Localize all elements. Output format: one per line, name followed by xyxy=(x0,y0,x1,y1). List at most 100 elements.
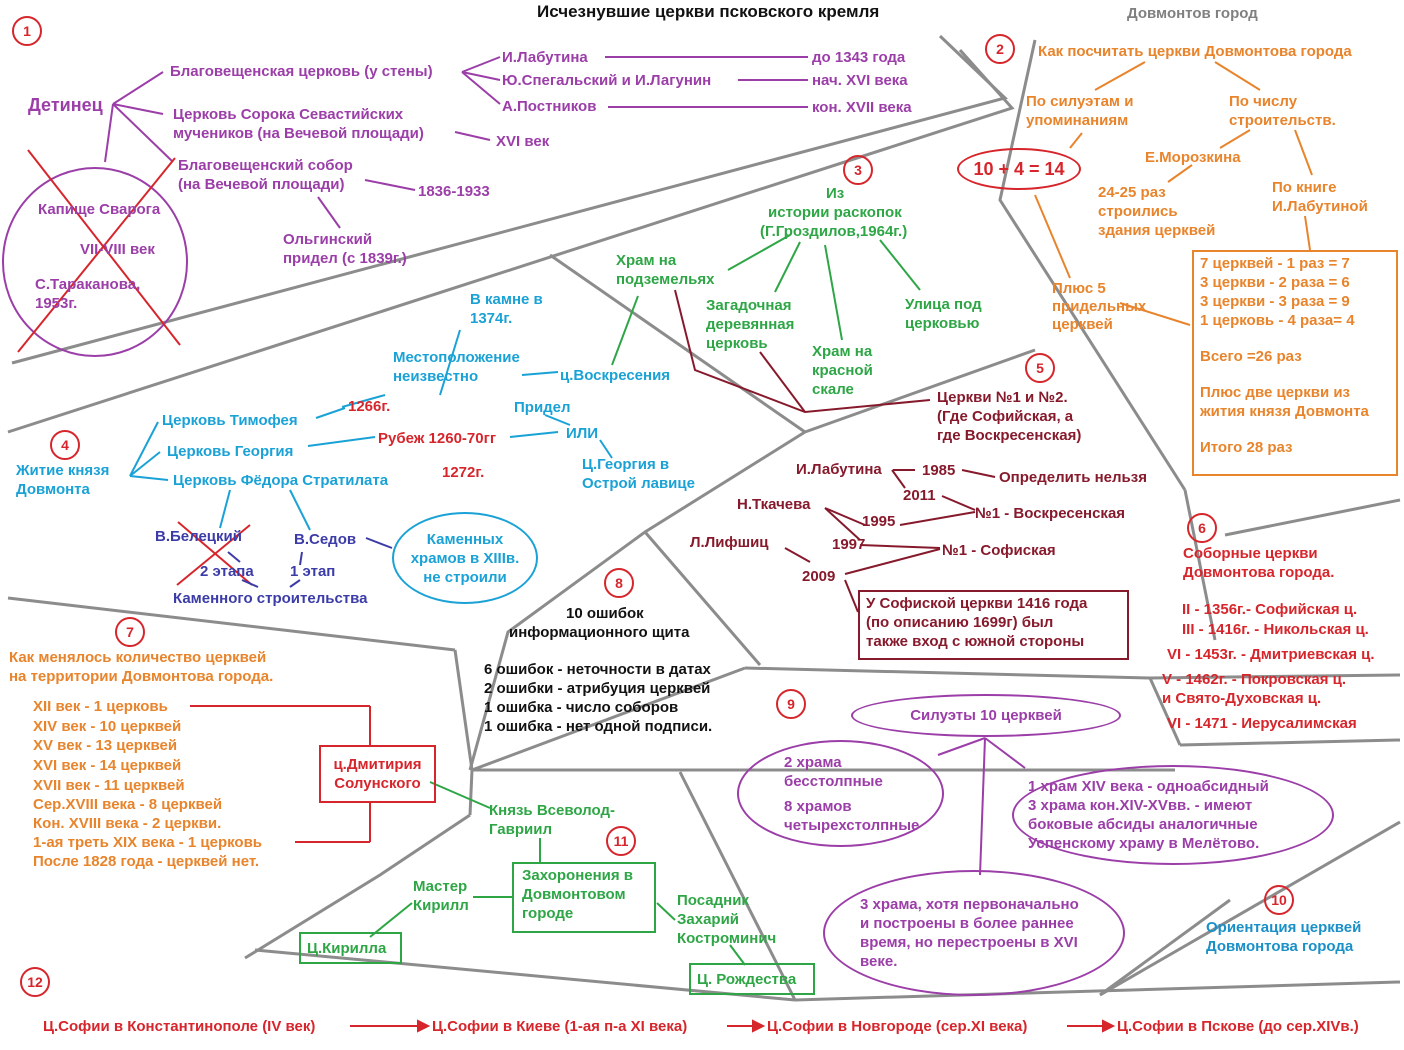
svarog-temple-label: Капище Сварога xyxy=(38,201,161,218)
spegalsky-lagunin-label: Ю.Спегальский и И.Лагунин xyxy=(502,72,712,89)
maroon-connectors xyxy=(674,289,996,613)
forty-martyrs-church-line2: мучеников (на Вечевой площади) xyxy=(173,125,424,142)
churches-1-2-heading-line1: Церкви №1 и №2. xyxy=(937,389,1068,406)
red-arrows xyxy=(350,1019,1116,1033)
no-stone-line2: храмов в XIIIв. xyxy=(410,549,520,567)
chapel-label: Придел xyxy=(514,399,571,416)
beletsky-label: В.Белецкий xyxy=(155,528,242,545)
georgy-church-label: Церковь Георгия xyxy=(167,443,294,460)
orientation-heading-line1: Ориентация церквей xyxy=(1206,919,1362,936)
resurrection-no1-label: №1 - Воскресенская xyxy=(975,505,1126,522)
burials-line2: Довмонтовом xyxy=(522,886,626,903)
sofia-pskov: Ц.Софии в Пскове (до сер.XIVв.) xyxy=(1117,1018,1359,1035)
century-count-item: Кон. XVIII века - 2 церкви. xyxy=(33,815,222,832)
vsevolod-line1: Князь Всеволод- xyxy=(489,802,615,819)
apses-line4: Успенскому храму в Мелётово. xyxy=(1028,835,1260,852)
rebuilt-line3: время, но перестроены в XVI xyxy=(860,934,1078,951)
olginsky-chapel-line2: придел (с 1839г.) xyxy=(283,250,407,267)
red-rock-temple-line3: скале xyxy=(812,381,854,398)
nativity-church-box: Ц. Рождества xyxy=(689,963,815,995)
section-number-9: 9 xyxy=(776,689,806,719)
error-item: 6 ошибок - неточности в датах xyxy=(484,661,711,678)
blue-connectors xyxy=(129,329,613,531)
georgy-ostraya-line2: Острой лавице xyxy=(582,475,695,492)
blagoveshchenskaya-church-label: Благовещенская церковь (у стены) xyxy=(170,63,433,80)
nativity-church-label: Ц. Рождества xyxy=(697,971,797,988)
zakhary-line1: Посадник xyxy=(677,892,749,909)
page-title: Исчезнувшие церкви псковского кремля xyxy=(537,2,880,21)
sofia-no1-label: №1 - Софиская xyxy=(942,542,1056,559)
times-built-line2: строились xyxy=(1098,203,1178,220)
year-1266: 1266г. xyxy=(348,398,391,415)
burials-line1: Захоронения в xyxy=(522,867,634,884)
fedor-stratilat-church-label: Церковь Фёдора Стратилата xyxy=(173,472,389,489)
rebuilt-line1: 3 храма, хотя первоначально xyxy=(860,896,1079,913)
century-count-item: 1-ая треть XIX века - 1 церковь xyxy=(33,834,263,851)
pillarless-line2: бесстолпные xyxy=(784,772,883,790)
rebuilt-line2: и построены в более раннее xyxy=(860,915,1074,932)
by-constructions-line2: строительств. xyxy=(1229,112,1336,129)
dmitry-solunsky-box: ц.Дмитирия Солунского xyxy=(319,745,436,803)
by-silhouettes-line1: По силуэтам и xyxy=(1026,93,1134,110)
section-number-2: 2 xyxy=(985,34,1015,64)
apses-line2: 3 храма кон.XIV-XVвв. - имеют xyxy=(1028,797,1253,814)
rebuilt-oval: 3 храма, хотя первоначально и построены … xyxy=(823,870,1125,996)
orientation-heading-line2: Довмонтова города xyxy=(1206,938,1354,955)
darkblue-connectors xyxy=(227,537,393,588)
street-under-church-line1: Улица под xyxy=(905,296,982,313)
apses-line1: 1 храм XIV века - одноабсидный xyxy=(1028,778,1269,795)
morozkina-label: Е.Морозкина xyxy=(1145,149,1241,166)
century-count-item: XV век - 13 церквей xyxy=(33,737,178,754)
year-1995: 1995 xyxy=(862,513,896,530)
times-built-line1: 24-25 раз xyxy=(1098,184,1166,201)
how-to-count-heading: Как посчитать церкви Довмонтова города xyxy=(1038,43,1352,60)
xvi-century-label: XVI век xyxy=(496,133,550,150)
note-line1: У Софиской церкви 1416 года xyxy=(866,595,1088,612)
wooden-church-line3: церковь xyxy=(706,335,768,352)
year-2011: 2011 xyxy=(903,487,936,504)
location-unknown-line2: неизвестно xyxy=(393,368,479,385)
location-unknown-line1: Местоположение xyxy=(393,349,520,366)
silhouettes-heading: Силуэты 10 церквей xyxy=(910,707,1062,724)
plus-five-line3: церквей xyxy=(1052,316,1113,333)
error-item: 1 ошибка - нет одной подписи. xyxy=(484,718,713,735)
purple-connectors-9 xyxy=(937,737,1026,876)
note-line2: (по описанию 1699г) был xyxy=(866,614,1054,631)
labutina-label-5: И.Лабутина xyxy=(796,461,882,478)
vsevolod-line2: Гавриил xyxy=(489,821,553,838)
year-1997: 1997 xyxy=(832,536,866,553)
year-1272: 1272г. xyxy=(442,464,485,481)
dmitry-line2: Солунского xyxy=(334,775,421,792)
blagoveshchensky-cathedral-line2: (на Вечевой площади) xyxy=(178,176,345,193)
purple-connectors xyxy=(104,56,808,229)
formula-text: 10 + 4 = 14 xyxy=(973,158,1065,179)
four-pillar-line1: 8 храмов xyxy=(784,797,852,815)
postnikov-label: А.Постников xyxy=(502,98,597,115)
georgy-ostraya-line1: Ц.Георгия в xyxy=(582,456,670,473)
boundary-1260-70: Рубеж 1260-70гг xyxy=(378,430,497,447)
by-silhouettes-line2: упоминаниям xyxy=(1026,112,1129,129)
century-count-item: XIV век - 10 церквей xyxy=(33,718,182,735)
century-count-item: XII век - 1 церковь xyxy=(33,698,168,715)
master-kirill-line2: Кирилл xyxy=(413,897,469,914)
wooden-church-line2: деревянная xyxy=(706,316,795,333)
life-of-dovmont-line2: Довмонта xyxy=(16,481,90,498)
four-pillar-line2: четырехстолпные xyxy=(784,816,920,834)
olginsky-chapel-line1: Ольгинский xyxy=(283,231,373,248)
south-entrance-note-box: У Софиской церкви 1416 года (по описанию… xyxy=(858,590,1129,660)
rebuilt-line4: веке. xyxy=(860,953,898,970)
plus-two-line2: жития князя Довмонта xyxy=(1200,403,1369,420)
section-number-6: 6 xyxy=(1187,513,1217,543)
century-count-item: XVI век - 14 церквей xyxy=(33,757,182,774)
section-number-10: 10 xyxy=(1264,885,1294,915)
total-line: Всего =26 раз xyxy=(1200,348,1302,365)
no-stone-line3: не строили xyxy=(423,568,507,586)
cathedral-item: III - 1416г. - Никольская ц. xyxy=(1182,621,1369,638)
red-rock-temple-line2: красной xyxy=(812,362,873,379)
century-count-item: XVII век - 11 церквей xyxy=(33,777,185,794)
street-under-church-line2: церковью xyxy=(905,315,980,332)
master-kirill-line1: Мастер xyxy=(413,878,468,895)
in-stone-line1: В камне в xyxy=(470,291,543,308)
labutina-count-box: 7 церквей - 1 раз = 7 3 церкви - 2 раза … xyxy=(1192,250,1398,476)
